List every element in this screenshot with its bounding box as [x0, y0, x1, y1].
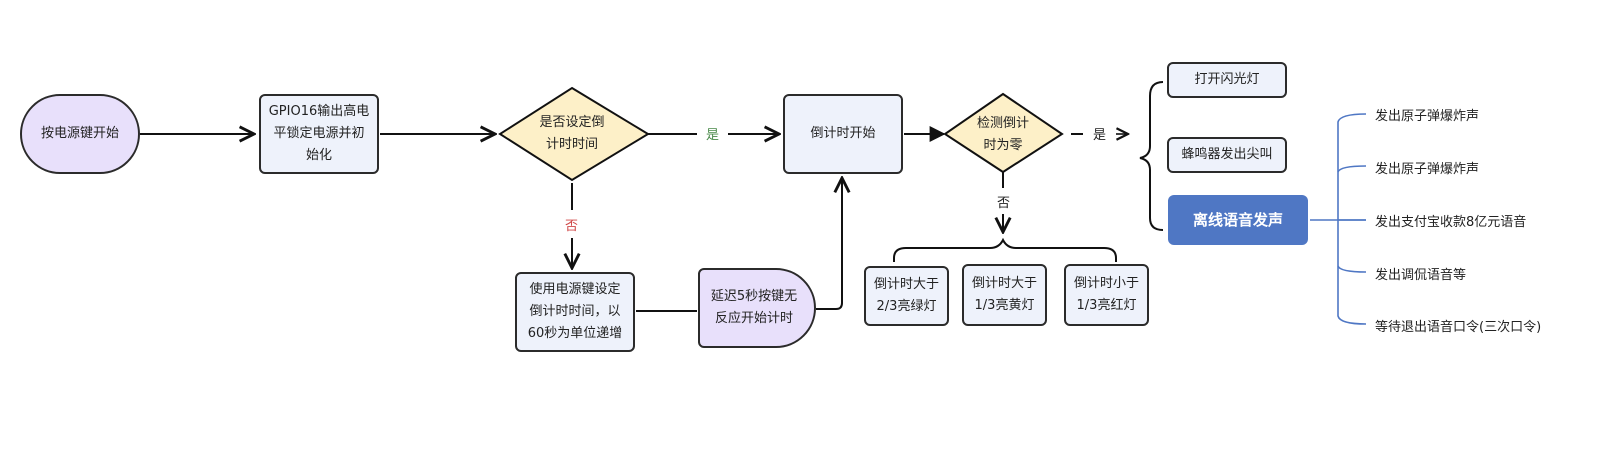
- voice-option-5: 等待退出语音口令(三次口令): [1375, 320, 1542, 335]
- countdown-start-label: 倒计时开始: [810, 126, 876, 141]
- countdown-start-node: 倒计时开始: [783, 94, 903, 174]
- voice-label: 离线语音发声: [1192, 211, 1283, 229]
- decision-zero-line-1: 检测倒计: [976, 116, 1029, 131]
- green-line-2: 2/3亮绿灯: [876, 299, 937, 314]
- red-light-node: 倒计时小于 1/3亮红灯: [1064, 264, 1149, 326]
- gpio-line-2: 平锁定电源并初: [273, 126, 365, 141]
- red-line-2: 1/3亮红灯: [1076, 298, 1137, 313]
- green-light-node: 倒计时大于 2/3亮绿灯: [864, 266, 949, 326]
- start-label: 按电源键开始: [40, 126, 119, 141]
- voice-option-2: 发出原子弹爆炸声: [1375, 162, 1480, 177]
- edge-label-yes: 是: [706, 128, 720, 143]
- yellow-line-2: 1/3亮黄灯: [974, 298, 1035, 313]
- gpio-line-1: GPIO16输出高电: [268, 104, 370, 119]
- voice-option-1: 发出原子弹爆炸声: [1375, 109, 1480, 124]
- flash-node: 打开闪光灯: [1167, 62, 1287, 98]
- voice-node: 离线语音发声: [1168, 195, 1308, 245]
- flash-label: 打开闪光灯: [1194, 72, 1260, 87]
- voice-option-3: 发出支付宝收款8亿元语音: [1375, 215, 1527, 230]
- brace-yes-outputs: [1139, 81, 1164, 231]
- brace-no-outputs: [893, 237, 1117, 262]
- green-line-1: 倒计时大于: [873, 277, 939, 292]
- red-line-1: 倒计时小于: [1073, 276, 1139, 291]
- start-node: 按电源键开始: [20, 94, 140, 174]
- yellow-line-1: 倒计时大于: [971, 276, 1037, 291]
- set-time-node: 使用电源键设定 倒计时时间，以 60秒为单位递增: [515, 272, 635, 352]
- edge-label-zero-yes: 是: [1093, 128, 1107, 143]
- decision-set-node: 是否设定倒 计时时间: [512, 112, 632, 156]
- decision-zero-line-2: 时为零: [983, 138, 1023, 153]
- set-time-line-3: 60秒为单位递增: [527, 326, 623, 341]
- delay-line-1: 延迟5秒按键无: [710, 289, 798, 304]
- buzzer-label: 蜂鸣器发出尖叫: [1181, 147, 1273, 162]
- decision-zero-node: 检测倒计 时为零: [953, 113, 1053, 157]
- set-time-line-2: 倒计时时间，以: [529, 304, 621, 319]
- gpio-init-node: GPIO16输出高电 平锁定电源并初 始化: [259, 94, 379, 174]
- gpio-line-3: 始化: [305, 148, 332, 163]
- decision-set-line-1: 是否设定倒: [539, 115, 605, 130]
- edge-delay-countdown: [816, 178, 842, 310]
- voice-branch-lines: [1310, 113, 1367, 325]
- delay-node: 延迟5秒按键无 反应开始计时: [698, 268, 816, 348]
- delay-line-2: 反应开始计时: [714, 311, 793, 326]
- decision-set-line-2: 计时时间: [545, 137, 598, 152]
- voice-option-4: 发出调侃语音等: [1375, 268, 1467, 283]
- set-time-line-1: 使用电源键设定: [529, 282, 621, 297]
- edge-label-no: 否: [565, 219, 579, 234]
- buzzer-node: 蜂鸣器发出尖叫: [1167, 137, 1287, 173]
- yellow-light-node: 倒计时大于 1/3亮黄灯: [962, 264, 1047, 326]
- decision-set-shape: [498, 86, 650, 182]
- edge-label-zero-no: 否: [997, 196, 1011, 211]
